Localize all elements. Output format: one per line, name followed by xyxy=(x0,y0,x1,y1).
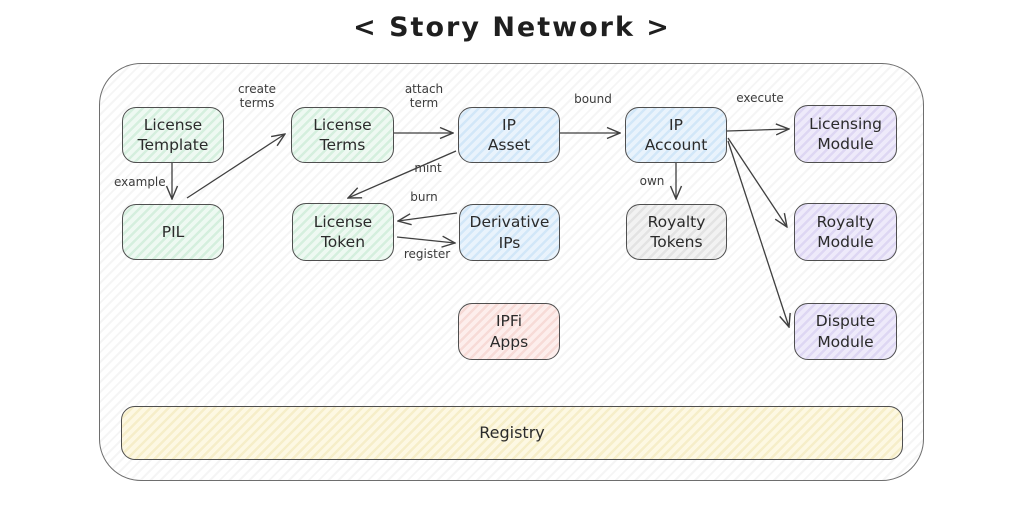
node-license-terms: License Terms xyxy=(291,107,394,163)
edge-label-register: register xyxy=(403,247,451,261)
node-royalty-tokens: Royalty Tokens xyxy=(626,204,727,260)
node-dispute-module: Dispute Module xyxy=(794,303,897,360)
edge-label-execute: execute xyxy=(736,91,784,105)
node-license-token: License Token xyxy=(292,203,394,261)
node-ip-asset: IP Asset xyxy=(458,107,560,163)
edge-label-example: example xyxy=(114,175,166,189)
edge-label-attach-term: attach term xyxy=(404,82,444,110)
node-ipfi-apps: IPFi Apps xyxy=(458,303,560,360)
node-ip-account: IP Account xyxy=(625,107,727,163)
node-derivative-ips: Derivative IPs xyxy=(459,204,560,261)
node-licensing-module: Licensing Module xyxy=(794,105,897,163)
node-license-template: License Template xyxy=(122,107,224,163)
node-registry: Registry xyxy=(121,406,903,460)
diagram-title: < Story Network > xyxy=(353,12,671,43)
edge-label-burn: burn xyxy=(410,190,438,204)
edge-label-bound: bound xyxy=(574,92,612,106)
edge-label-mint: mint xyxy=(414,161,442,175)
edge-label-own: own xyxy=(639,174,665,188)
edge-label-create-terms: create terms xyxy=(237,82,277,110)
node-royalty-module: Royalty Module xyxy=(794,203,897,261)
node-pil: PIL xyxy=(122,204,224,260)
